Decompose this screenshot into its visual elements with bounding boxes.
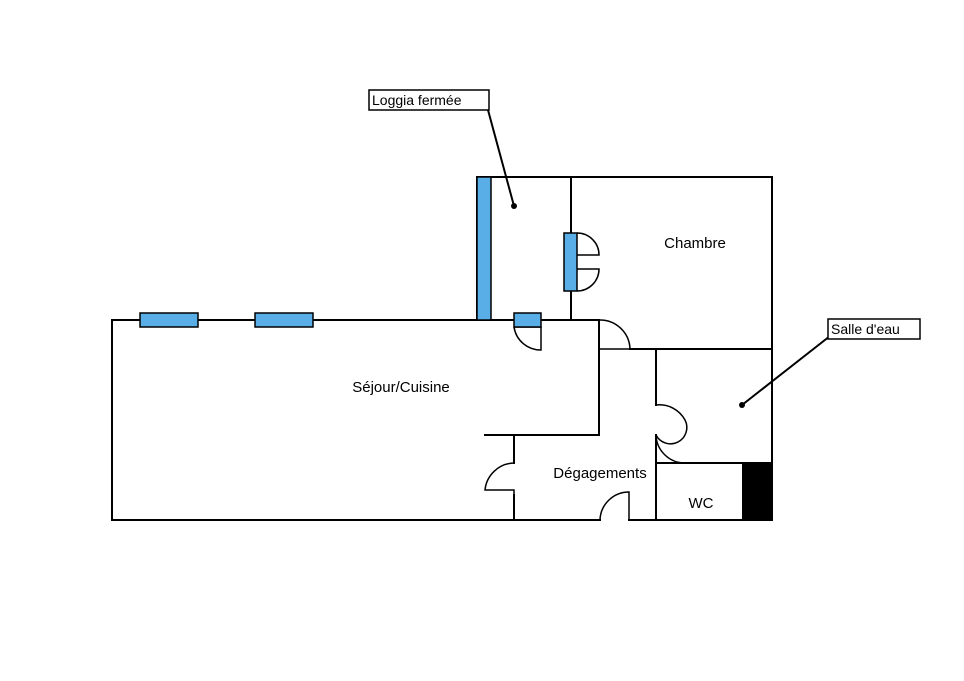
callout-box-salle-eau: [827, 318, 921, 340]
room-label-sejour: Séjour/Cuisine: [352, 379, 450, 396]
window-loggia-side: [476, 176, 492, 321]
room-label-chambre: Chambre: [664, 235, 726, 252]
door-wc: [655, 434, 686, 464]
door-degagement-sejour: [484, 462, 515, 495]
wall-sejour-outer: [111, 319, 515, 521]
door-entrance: [599, 491, 630, 521]
window-sejour-1: [139, 312, 199, 328]
leader-dot-salle-eau: [739, 402, 745, 408]
door-salle-eau: [655, 404, 688, 445]
window-loggia-chambre: [563, 232, 578, 292]
window-sejour-2: [254, 312, 314, 328]
callout-label-salle-eau: Salle d'eau: [831, 321, 900, 337]
technical-shaft: [742, 463, 772, 520]
callout-label-loggia: Loggia fermée: [372, 92, 462, 108]
room-label-wc: WC: [689, 495, 714, 512]
window-loggia-sejour: [513, 312, 542, 328]
door-chambre: [598, 319, 631, 350]
wall-sejour-interior: [484, 319, 600, 436]
room-label-degagements: Dégagements: [553, 465, 646, 482]
walls: [111, 176, 773, 521]
door-loggia-chambre: [576, 232, 600, 292]
door-loggia-sejour: [513, 326, 542, 351]
doors: [484, 232, 688, 521]
callout-loggia: Loggia fermée: [368, 89, 517, 209]
windows: [139, 176, 578, 328]
leader-salle-eau: [741, 335, 831, 406]
callout-salle-eau: Salle d'eau: [739, 318, 921, 408]
leader-dot-loggia: [511, 203, 517, 209]
callout-box-loggia: [368, 89, 490, 111]
leader-loggia: [487, 109, 515, 207]
